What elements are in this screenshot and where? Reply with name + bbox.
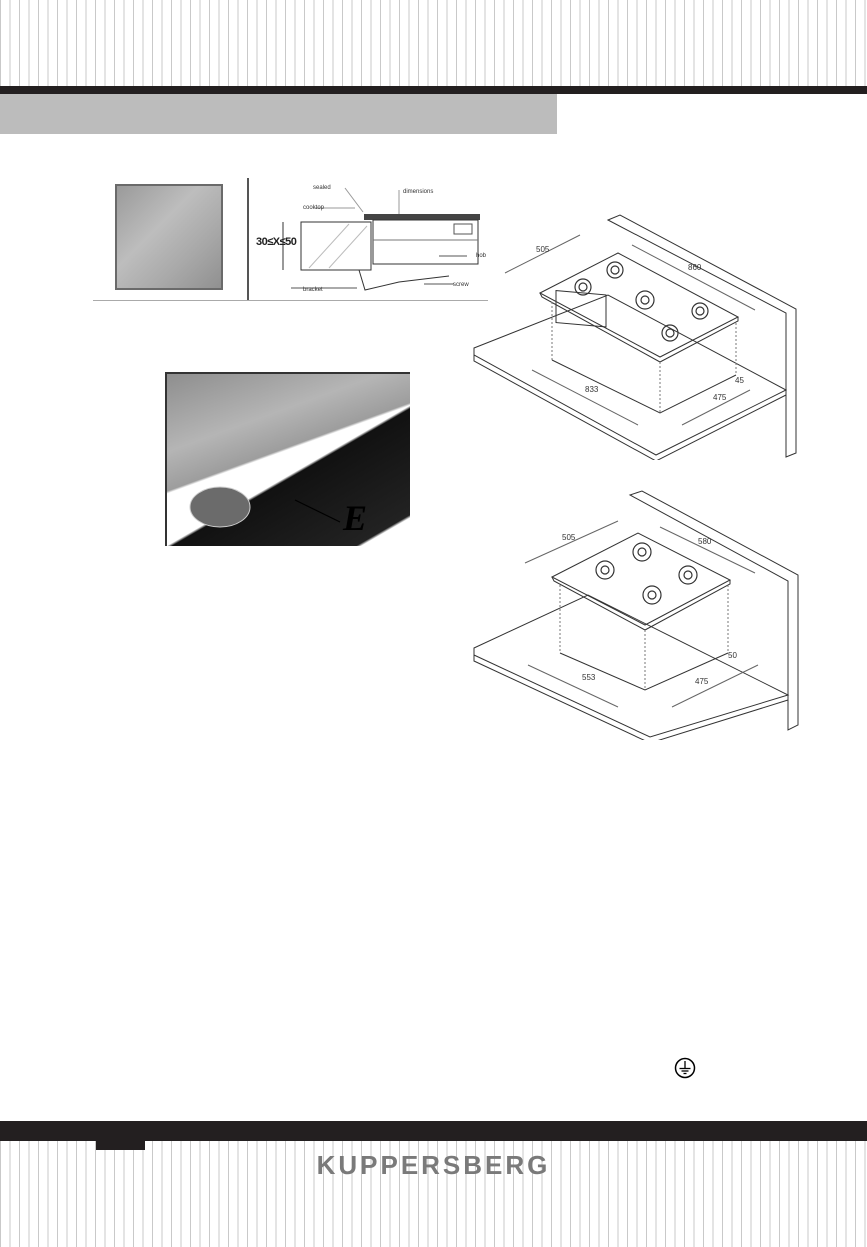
callout-letter-e: E [343,498,368,538]
section-title-bar [0,94,557,134]
hob-underside-photo [115,184,223,290]
label-screw: screw [453,282,469,288]
brand-logo: KUPPERSBERG [316,1150,551,1180]
dim-back-gap: 45 [735,376,744,385]
dim-back-gap: 50 [728,651,737,660]
label-cooktop: cooktop [303,205,325,211]
hob-5-burner-install-diagram: 505 860 833 475 45 [470,205,820,460]
footer-stripe-pattern [0,1141,867,1247]
dim-depth: 505 [536,245,550,254]
cross-section-diagram [282,187,480,291]
footer-dark-bar [0,1121,867,1141]
dim-cutout-depth: 475 [695,677,709,686]
page-tab-marker [96,1141,145,1150]
hob-4-burner-install-diagram: 505 580 553 475 50 [470,485,820,740]
installation-figure: sealed dimensions cooktop hob bracket sc… [93,178,488,301]
dim-width: 860 [688,263,702,272]
seal-callout-line [189,486,341,528]
hob-5-burner-drawing [473,214,797,460]
header-stripe-pattern [0,0,867,86]
seal-detail-figure: E [165,372,410,546]
dim-cutout-width: 833 [585,385,599,394]
figure-divider [247,178,249,300]
thickness-range-label: 30≤X≤50 [256,236,297,248]
ground-icon [674,1057,696,1079]
dim-width: 580 [698,537,712,546]
dim-depth: 505 [562,533,576,542]
hob-4-burner-drawing [473,490,799,740]
label-hob: hob [476,253,487,259]
label-bracket: bracket [303,287,323,293]
dim-cutout-width: 553 [582,673,596,682]
dim-cutout-depth: 475 [713,393,727,402]
header-dark-bar [0,86,867,94]
label-dimensions: dimensions [403,189,434,195]
label-sealed: sealed [313,185,331,191]
